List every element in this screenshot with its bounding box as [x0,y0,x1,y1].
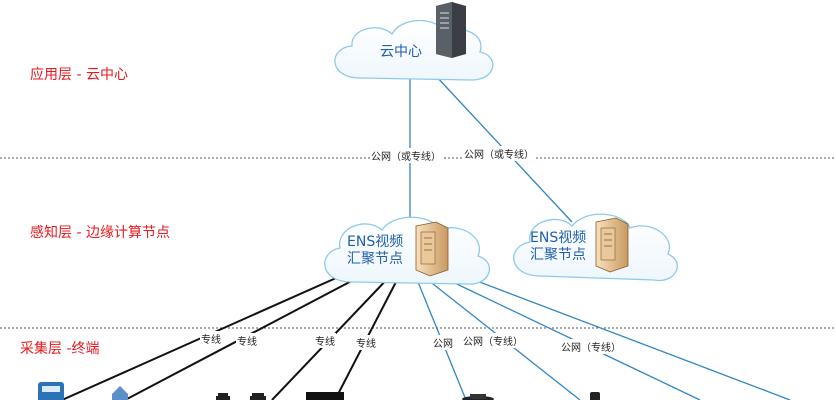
server-tower-icon [436,2,466,58]
downlink-label-4: 专线 [355,335,377,350]
layer-label-application: 应用层 - 云中心 [30,67,128,83]
downlink-label-1: 专线 [200,331,222,346]
public-line-3 [439,275,701,400]
building-icon [112,386,128,400]
downlink-label-3: 专线 [314,333,336,348]
downlink-label-2: 专线 [236,333,258,348]
display-icon [306,392,344,400]
layer-label-perception: 感知层 - 边缘计算节点 [30,225,170,241]
phone-icon [590,392,600,400]
ens-node-left-line2: 汇聚节点 [347,251,403,267]
ens-node-right-cloud [513,213,678,282]
uplink-label-right: 公网（或专线） [463,146,535,161]
downlink-label-7: 公网（专线） [560,339,622,354]
layer-label-collection: 采集层 -终端 [20,341,100,357]
cloud-center-label: 云中心 [380,44,422,60]
ens-node-right-line1: ENS视频 [530,230,587,246]
bus-icon [38,382,64,400]
camera-icon [216,393,230,400]
downlink-label-6: 公网（专线） [462,333,524,348]
public-line-4 [447,269,791,400]
ens-node-left-line1: ENS视频 [347,234,404,250]
server-cabinet-icon [415,221,449,277]
drone-icon [462,394,494,400]
downlink-label-5: 公网 [432,335,454,350]
camera-icon [250,393,266,400]
ens-node-right-line2: 汇聚节点 [530,247,586,263]
uplink-label-left: 公网（或专线） [370,148,442,163]
server-cabinet-icon [595,217,629,273]
